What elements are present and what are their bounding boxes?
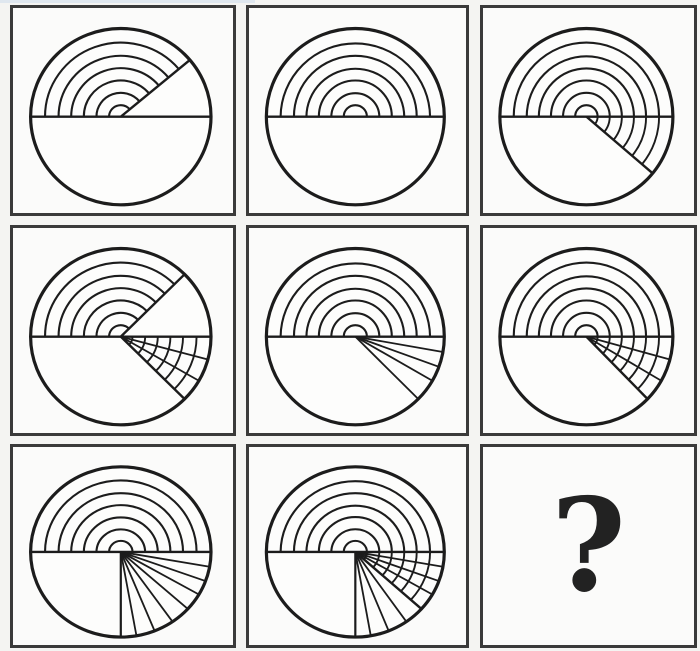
puzzle-cell-6 <box>480 225 697 436</box>
ring-figure-7 <box>13 447 233 645</box>
ring-figure-2 <box>249 8 466 213</box>
ring-figure-4 <box>13 228 233 433</box>
ring-figure-6 <box>483 228 694 433</box>
puzzle-cell-5 <box>246 225 469 436</box>
puzzle-cell-answer[interactable]: ? <box>480 444 697 648</box>
puzzle-cell-1 <box>10 5 236 216</box>
ring-figure-1 <box>13 8 233 213</box>
puzzle-cell-2 <box>246 5 469 216</box>
question-mark: ? <box>483 447 694 645</box>
ring-figure-5 <box>249 228 466 433</box>
ring-figure-8 <box>249 447 466 645</box>
puzzle-cell-4 <box>10 225 236 436</box>
ring-figure-3 <box>483 8 694 213</box>
puzzle-cell-7 <box>10 444 236 648</box>
puzzle-cell-8 <box>246 444 469 648</box>
puzzle-cell-3 <box>480 5 697 216</box>
